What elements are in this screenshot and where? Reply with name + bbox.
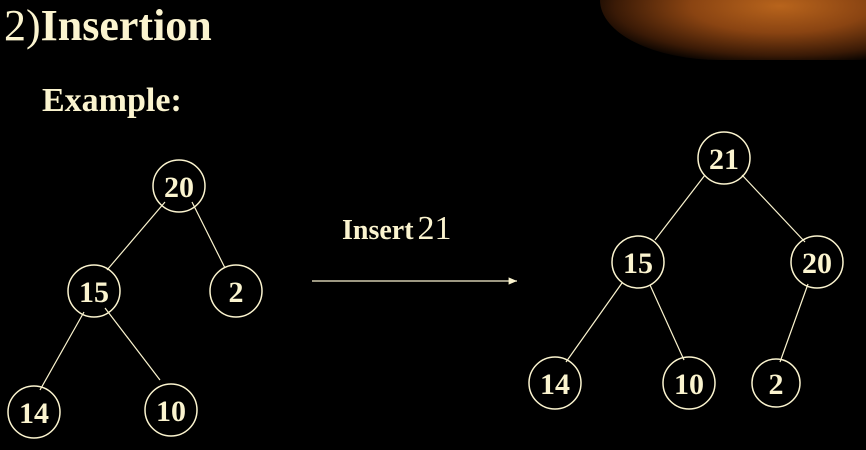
tree-before: 20 15 2 14 10 (7, 159, 263, 439)
tree-node: 14 (7, 385, 61, 439)
edge-b15-b14 (39, 311, 85, 391)
node-label: 20 (164, 171, 194, 204)
tree-node: 20 (152, 159, 206, 213)
tree-node: 10 (144, 383, 198, 437)
title-number: 2) (4, 1, 41, 50)
slide-subtitle: Example: (42, 82, 182, 119)
tree-node: 10 (662, 356, 716, 410)
node-label: 2 (229, 276, 244, 309)
tree-node: 15 (67, 264, 121, 318)
node-label: 2 (769, 368, 784, 401)
node-label: 15 (623, 247, 653, 280)
node-label: 14 (19, 397, 49, 430)
node-label: 20 (802, 247, 832, 280)
edge-b20-b15 (106, 201, 166, 271)
node-label: 15 (79, 276, 109, 309)
operation-label: Insert 21 (342, 210, 452, 248)
title-word: Insertion (40, 1, 212, 50)
tree-node: 20 (790, 235, 844, 289)
node-label: 10 (156, 395, 186, 428)
tree-node: 2 (751, 358, 801, 408)
node-label: 21 (709, 143, 739, 176)
tree-node: 15 (611, 235, 665, 289)
operation-word: Insert (342, 215, 414, 246)
tree-node: 2 (209, 264, 263, 318)
node-label: 10 (674, 368, 704, 401)
edge-a21-a20 (741, 174, 806, 243)
edge-b20-b2 (191, 201, 226, 269)
edge-a15-a14 (565, 282, 623, 363)
edge-a15-a10 (649, 284, 685, 361)
node-label: 14 (540, 368, 570, 401)
tree-after: 21 15 20 14 10 2 (528, 131, 844, 410)
edge-b15-b10 (104, 307, 161, 381)
tree-node: 21 (697, 131, 751, 185)
tree-node: 14 (528, 356, 582, 410)
edge-a20-a2 (779, 283, 809, 363)
edge-a21-a15 (654, 174, 706, 241)
slide-title: 2)Insertion (4, 1, 212, 50)
operation-value: 21 (417, 210, 452, 247)
